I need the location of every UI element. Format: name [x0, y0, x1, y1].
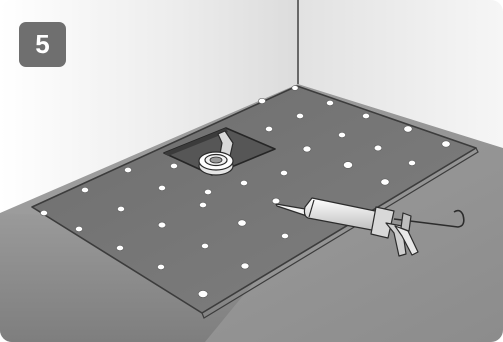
adhesive-dot — [280, 170, 287, 175]
adhesive-dot — [241, 263, 249, 269]
adhesive-dot — [124, 167, 131, 172]
adhesive-dot — [303, 146, 311, 152]
step-number: 5 — [35, 29, 49, 60]
adhesive-dot — [265, 126, 272, 131]
adhesive-dot — [272, 198, 280, 204]
adhesive-dot — [362, 113, 369, 118]
adhesive-dot — [170, 163, 177, 168]
adhesive-dot — [158, 222, 166, 228]
adhesive-dot — [408, 160, 415, 165]
adhesive-dot — [240, 180, 247, 185]
adhesive-dot — [81, 187, 88, 192]
adhesive-dot — [158, 185, 165, 190]
adhesive-dot — [404, 126, 412, 132]
adhesive-dot — [292, 86, 298, 91]
adhesive-dot — [381, 179, 389, 185]
step-number-badge: 5 — [19, 22, 66, 67]
adhesive-dot — [116, 245, 123, 250]
adhesive-dot — [75, 226, 82, 231]
adhesive-dot — [326, 100, 333, 105]
adhesive-dot — [238, 220, 246, 226]
adhesive-dot — [199, 202, 206, 207]
adhesive-dot — [258, 98, 265, 103]
adhesive-dot — [157, 264, 164, 269]
adhesive-dot — [201, 243, 208, 248]
adhesive-dot — [338, 132, 345, 137]
adhesive-dot — [40, 210, 47, 215]
adhesive-dot — [374, 145, 382, 151]
adhesive-dot — [281, 233, 288, 238]
adhesive-dot — [296, 113, 303, 118]
adhesive-dot — [442, 141, 450, 147]
adhesive-dot — [343, 162, 352, 169]
adhesive-dot — [198, 290, 208, 297]
adhesive-dot — [204, 189, 211, 194]
adhesive-dot — [117, 206, 124, 211]
